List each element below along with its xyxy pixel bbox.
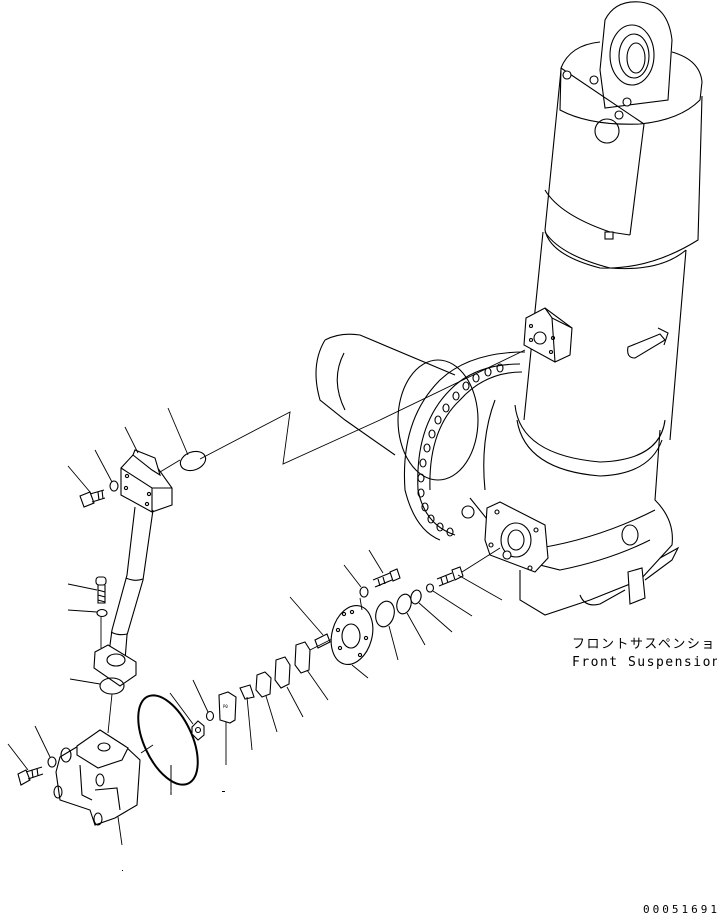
washer-mid xyxy=(96,608,108,618)
bolt-mid xyxy=(95,576,107,604)
washer-lower xyxy=(47,756,57,768)
upper-pipe-bracket xyxy=(120,449,173,513)
leader-zigzag xyxy=(199,349,526,465)
suspension-cylinder xyxy=(523,1,703,441)
washer-right xyxy=(425,583,435,593)
shim-5 xyxy=(294,641,311,674)
document-number: 00051691 xyxy=(643,903,717,916)
stud-bolt xyxy=(372,568,401,588)
disc-2 xyxy=(396,593,412,615)
o-ring-upper xyxy=(179,450,207,472)
washer-stud xyxy=(359,586,369,598)
o-ring-large xyxy=(137,694,199,786)
caption-japanese: フロントサスペンション xyxy=(572,637,717,652)
shim-4 xyxy=(274,656,291,689)
tube-flange xyxy=(93,644,137,687)
nut xyxy=(191,720,205,741)
shim-1: P0 xyxy=(218,691,237,724)
shim-2 xyxy=(239,684,255,700)
block-lower xyxy=(53,729,141,826)
disc-3 xyxy=(410,589,422,605)
shim-3 xyxy=(255,671,272,698)
diagram-caption: フロントサスペンション Front Suspension xyxy=(572,636,717,672)
disc-1 xyxy=(375,600,395,628)
axle-housing xyxy=(315,333,680,616)
bolt-lower xyxy=(17,766,44,786)
bolt-upper xyxy=(79,489,106,508)
pin xyxy=(314,633,331,649)
washer-nut xyxy=(205,710,215,722)
pipe-tube xyxy=(107,506,154,661)
bolt-right xyxy=(436,566,464,587)
svg-text:P0: P0 xyxy=(223,704,228,709)
flange-bolt-holes xyxy=(417,363,504,537)
washer-upper xyxy=(109,480,119,492)
flange-plate xyxy=(330,605,374,665)
caption-english: Front Suspension xyxy=(572,655,717,670)
